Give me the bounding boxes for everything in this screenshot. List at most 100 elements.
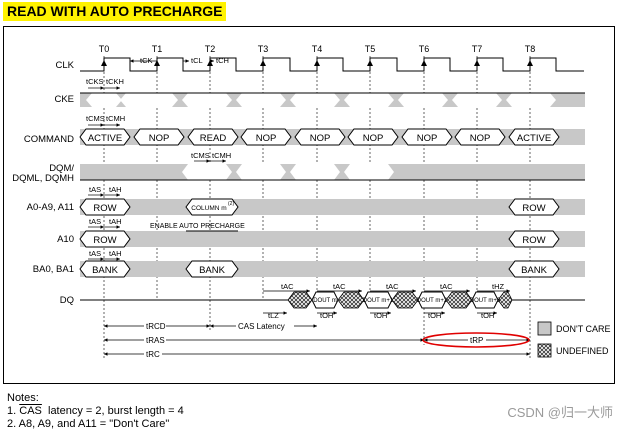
thz-label: tHZ: [492, 282, 505, 291]
toh-label-4: tOH: [481, 311, 494, 320]
toh-label-1: tOH: [320, 311, 333, 320]
tcks-label: tCKS: [86, 77, 104, 86]
trcd-label: tRCD: [146, 322, 166, 331]
tch-label: tCH: [216, 56, 229, 65]
edge-label-t7: T7: [472, 44, 483, 54]
page-title: READ WITH AUTO PRECHARGE: [3, 2, 227, 21]
legend-dont-care-label: DON'T CARE: [556, 324, 611, 334]
legend-undefined-swatch: [537, 343, 552, 358]
edge-label-t6: T6: [419, 44, 430, 54]
watermark: CSDN @归一大师: [507, 405, 613, 420]
clk-edge-arrows: [101, 60, 533, 66]
note-1: 1. CAS latency = 2, burst length = 4: [7, 405, 184, 418]
dq-dout-m2: DOUT m+2: [417, 298, 448, 304]
signal-name-a10: A10: [57, 234, 74, 245]
command-active-2: ACTIVE: [517, 133, 551, 144]
toh-label-2: tOH: [374, 311, 387, 320]
tcmh-label: tCMH: [106, 114, 125, 123]
tcms-label-2: tCMS: [191, 151, 210, 160]
tah-label-3: tAH: [109, 249, 122, 258]
address-bus: ROW COLUMN m (2) ROW: [79, 198, 585, 216]
address-row: ROW: [93, 203, 116, 214]
a10-next-row: ROW: [522, 235, 545, 246]
tah-label: tAH: [109, 185, 122, 194]
command-nop-5: NOP: [417, 133, 438, 144]
tac-label-1: tAC: [281, 282, 294, 291]
timing-span-labels: tRCD CAS Latency tRAS tRP tRC: [144, 320, 486, 359]
signal-name-dqm-line2: DQML, DQMH: [12, 173, 74, 184]
legend-dont-care-swatch: [537, 321, 552, 336]
signal-name-dq: DQ: [60, 295, 74, 306]
edge-label-t5: T5: [365, 44, 376, 54]
address-next-row: ROW: [522, 203, 545, 214]
command-active: ACTIVE: [88, 133, 122, 144]
tah-label-2: tAH: [109, 217, 122, 226]
command-nop-4: NOP: [363, 133, 384, 144]
tas-label-2: tAS: [89, 217, 101, 226]
dq-dout-m1: DOUT m+1: [363, 298, 394, 304]
tcms-label: tCMS: [86, 114, 105, 123]
tcl-label: tCL: [191, 56, 203, 65]
trp-label: tRP: [470, 336, 483, 345]
tckh-label: tCKH: [106, 77, 124, 86]
note-1-text: latency = 2, burst length = 4: [48, 405, 184, 417]
edge-label-t3: T3: [258, 44, 269, 54]
dq-bus: DOUT m DOUT m+1 DOUT m+2 DOUT m+3: [80, 291, 585, 309]
command-nop-1: NOP: [149, 133, 170, 144]
tlz-label: tLZ: [268, 311, 279, 320]
notes-heading: Notes:: [7, 392, 39, 404]
timing-labels: tCK tCL tCH tCKS tCKH tCMS tCMH tCMS tCM…: [86, 56, 505, 320]
signal-name-addr: A0-A9, A11: [27, 202, 74, 213]
command-nop-6: NOP: [470, 133, 491, 144]
cas-latency-label: CAS Latency: [238, 322, 285, 331]
dq-dout-m: DOUT m: [313, 298, 337, 304]
tcmh-label-2: tCMH: [212, 151, 231, 160]
timing-arrows: [88, 59, 510, 315]
a10-bus: ROW ROW ENABLE AUTO PRECHARGE: [79, 223, 585, 248]
signal-names: CLK CKE COMMAND DQM/ DQML, DQMH A0-A9, A…: [12, 60, 74, 306]
command-read: READ: [200, 133, 227, 144]
command-bus: ACTIVE NOP READ NOP NOP NOP NOP NOP ACTI…: [79, 128, 585, 146]
cke-waveform: [80, 92, 585, 107]
bank-second: BANK: [199, 265, 226, 276]
enable-auto-precharge-label: ENABLE AUTO PRECHARGE: [150, 223, 245, 230]
bank-bus: BANK BANK BANK: [79, 260, 585, 278]
toh-label-3: tOH: [428, 311, 441, 320]
signal-name-cke: CKE: [54, 94, 74, 105]
signal-name-bank: BA0, BA1: [33, 264, 74, 275]
legend: DON'T CARE UNDEFINED: [537, 321, 611, 358]
edge-label-t8: T8: [525, 44, 536, 54]
signal-name-dqm-line1: DQM/: [49, 163, 74, 174]
trp-highlight-ellipse: [422, 332, 530, 348]
bank-first: BANK: [92, 265, 119, 276]
note-1-number: 1.: [7, 405, 17, 417]
tac-label-2: tAC: [333, 282, 346, 291]
note-1-cas: CAS: [19, 405, 42, 417]
dq-dout-m3: DOUT m+3: [470, 298, 501, 304]
command-nop-3: NOP: [310, 133, 331, 144]
timing-spans: [104, 324, 530, 356]
trc-label: tRC: [146, 350, 160, 359]
tac-label-4: tAC: [440, 282, 453, 291]
a10-row: ROW: [93, 235, 116, 246]
bank-third: BANK: [521, 265, 548, 276]
signal-name-clk: CLK: [56, 60, 75, 71]
tas-label-3: tAS: [89, 249, 101, 258]
legend-undefined-label: UNDEFINED: [556, 346, 609, 356]
edge-label-t0: T0: [99, 44, 110, 54]
tras-label: tRAS: [146, 336, 165, 345]
edge-label-t1: T1: [152, 44, 163, 54]
clock-edge-labels: T0 T1 T2 T3 T4 T5 T6 T7 T8: [99, 44, 536, 54]
command-nop-2: NOP: [256, 133, 277, 144]
diagram-frame: [3, 26, 615, 384]
signal-name-command: COMMAND: [24, 134, 74, 145]
dqm-waveform: [80, 164, 585, 181]
address-column-note-ref: (2): [228, 201, 234, 207]
clk-waveform: [80, 57, 584, 72]
tck-label: tCK: [140, 56, 153, 65]
note-2: 2. A8, A9, and A11 = "Don't Care": [7, 418, 170, 430]
address-column: COLUMN m: [191, 205, 226, 212]
edge-label-t4: T4: [312, 44, 323, 54]
tac-label-3: tAC: [386, 282, 399, 291]
